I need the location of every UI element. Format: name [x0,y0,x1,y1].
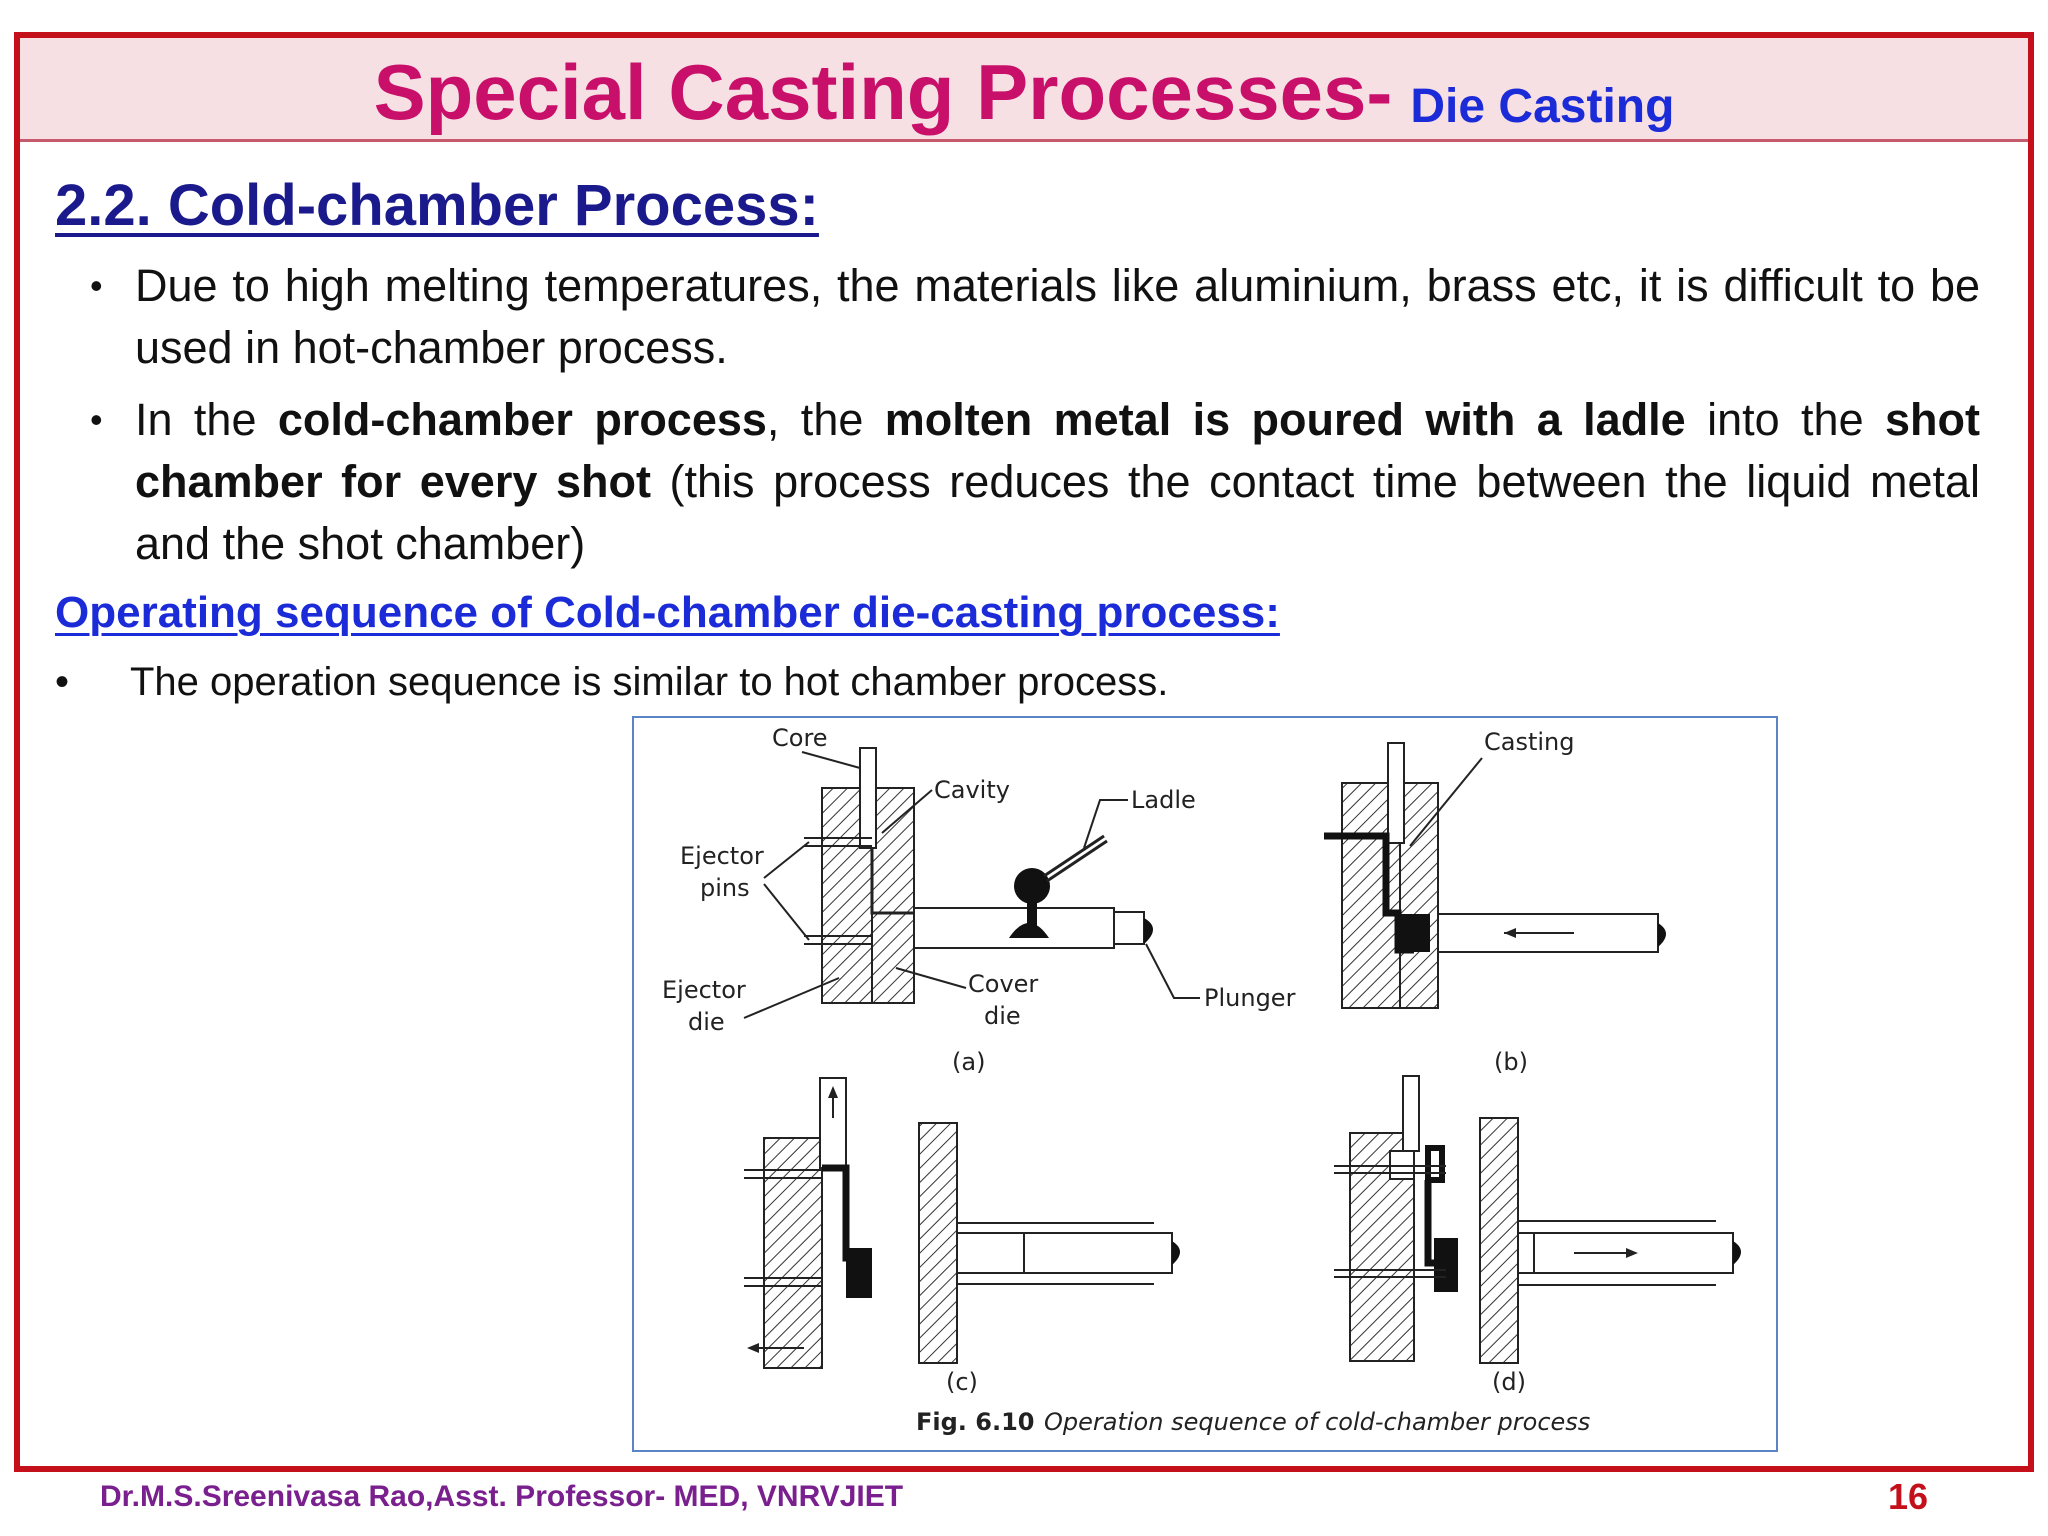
bullet-item: • In the cold-chamber process, the molte… [90,389,1980,575]
casting-shape [846,1248,872,1298]
bullet-bold-text: cold-chamber process [277,394,767,445]
casting-shape [1400,914,1430,952]
bullet-text-part: (this process reduces the contact time b… [135,456,1980,569]
slide-subtitle: Die Casting [1410,80,1675,133]
page-number: 16 [1888,1476,1929,1517]
bullet-item: • Due to high melting temperatures, the … [90,255,1980,379]
bullet-text: Due to high melting temperatures, the ma… [135,260,1980,373]
diagram-c: (c) [744,1077,1180,1396]
diagram-d: (d) [1334,1075,1741,1396]
label-plunger: Plunger [1204,984,1296,1012]
label-cavity: Cavity [934,776,1010,804]
plunger-shape [1113,911,1145,945]
label-ladle: Ladle [1131,786,1196,814]
figure-caption-text: Operation sequence of cold-chamber proce… [1044,1408,1590,1436]
casting-shape [1434,1238,1458,1292]
figure-diagram: Core Cavity Ladle Ejector pins Ejector d… [662,724,1741,1436]
diagram-b: Casting (b) [1324,728,1666,1076]
label-ejector-pins-1: Ejector [680,842,764,870]
ladle-shape [1014,868,1050,904]
label-b: (b) [1494,1048,1528,1076]
figure-cold-chamber-sequence: Core Cavity Ladle Ejector pins Ejector d… [632,716,1778,1452]
label-cover-die-2: die [984,1002,1021,1030]
diagram-a: Core Cavity Ladle Ejector pins Ejector d… [662,724,1296,1076]
section-heading: 2.2. Cold-chamber Process: [55,173,819,238]
bullet-bold-text: shot chamber for every shot [135,394,1980,507]
bullet-list: • Due to high melting temperatures, the … [90,255,1980,585]
label-cover-die-1: Cover [968,970,1038,998]
label-ejector-die-1: Ejector [662,976,746,1004]
slide-frame [14,32,2034,1472]
bullet-text-part: into the [1685,394,1885,445]
bullet-bold-text: molten metal is poured with a ladle [884,394,1686,445]
core-shape [1402,1075,1420,1152]
core-shape [1387,742,1405,844]
bullet-dot-icon: • [90,399,103,440]
bullet-text: The operation sequence is similar to hot… [130,660,1169,704]
bullet-text-part: In the [135,394,278,445]
label-casting: Casting [1484,728,1575,756]
label-c: (c) [946,1368,978,1396]
bullet-text-part: , the [766,394,885,445]
cover-die-shape [918,1122,958,1364]
shot-chamber-shape [913,907,1115,949]
footer-author: Dr.M.S.Sreenivasa Rao,Asst. Professor- M… [100,1480,904,1513]
bullet-dot-icon: • [90,265,103,306]
figure-caption-number: Fig. 6.10 [916,1408,1035,1436]
operating-sequence-bullet: • The operation sequence is similar to ho… [55,660,1168,705]
label-a: (a) [952,1048,985,1076]
operating-sequence-heading: Operating sequence of Cold-chamber die-c… [55,588,1280,637]
label-d: (d) [1492,1368,1526,1396]
title-bar: Special Casting Processes- Die Casting [20,38,2028,142]
bullet-dot-icon: • [55,660,70,704]
slide-title: Special Casting Processes- [373,48,1393,136]
ejector-die-shape [763,1137,823,1369]
core-shape [859,747,877,849]
cover-die-shape [1399,782,1439,1009]
label-ejector-die-2: die [688,1008,725,1036]
cover-die-shape [1479,1117,1519,1364]
label-core: Core [772,724,828,752]
label-ejector-pins-2: pins [700,874,750,902]
